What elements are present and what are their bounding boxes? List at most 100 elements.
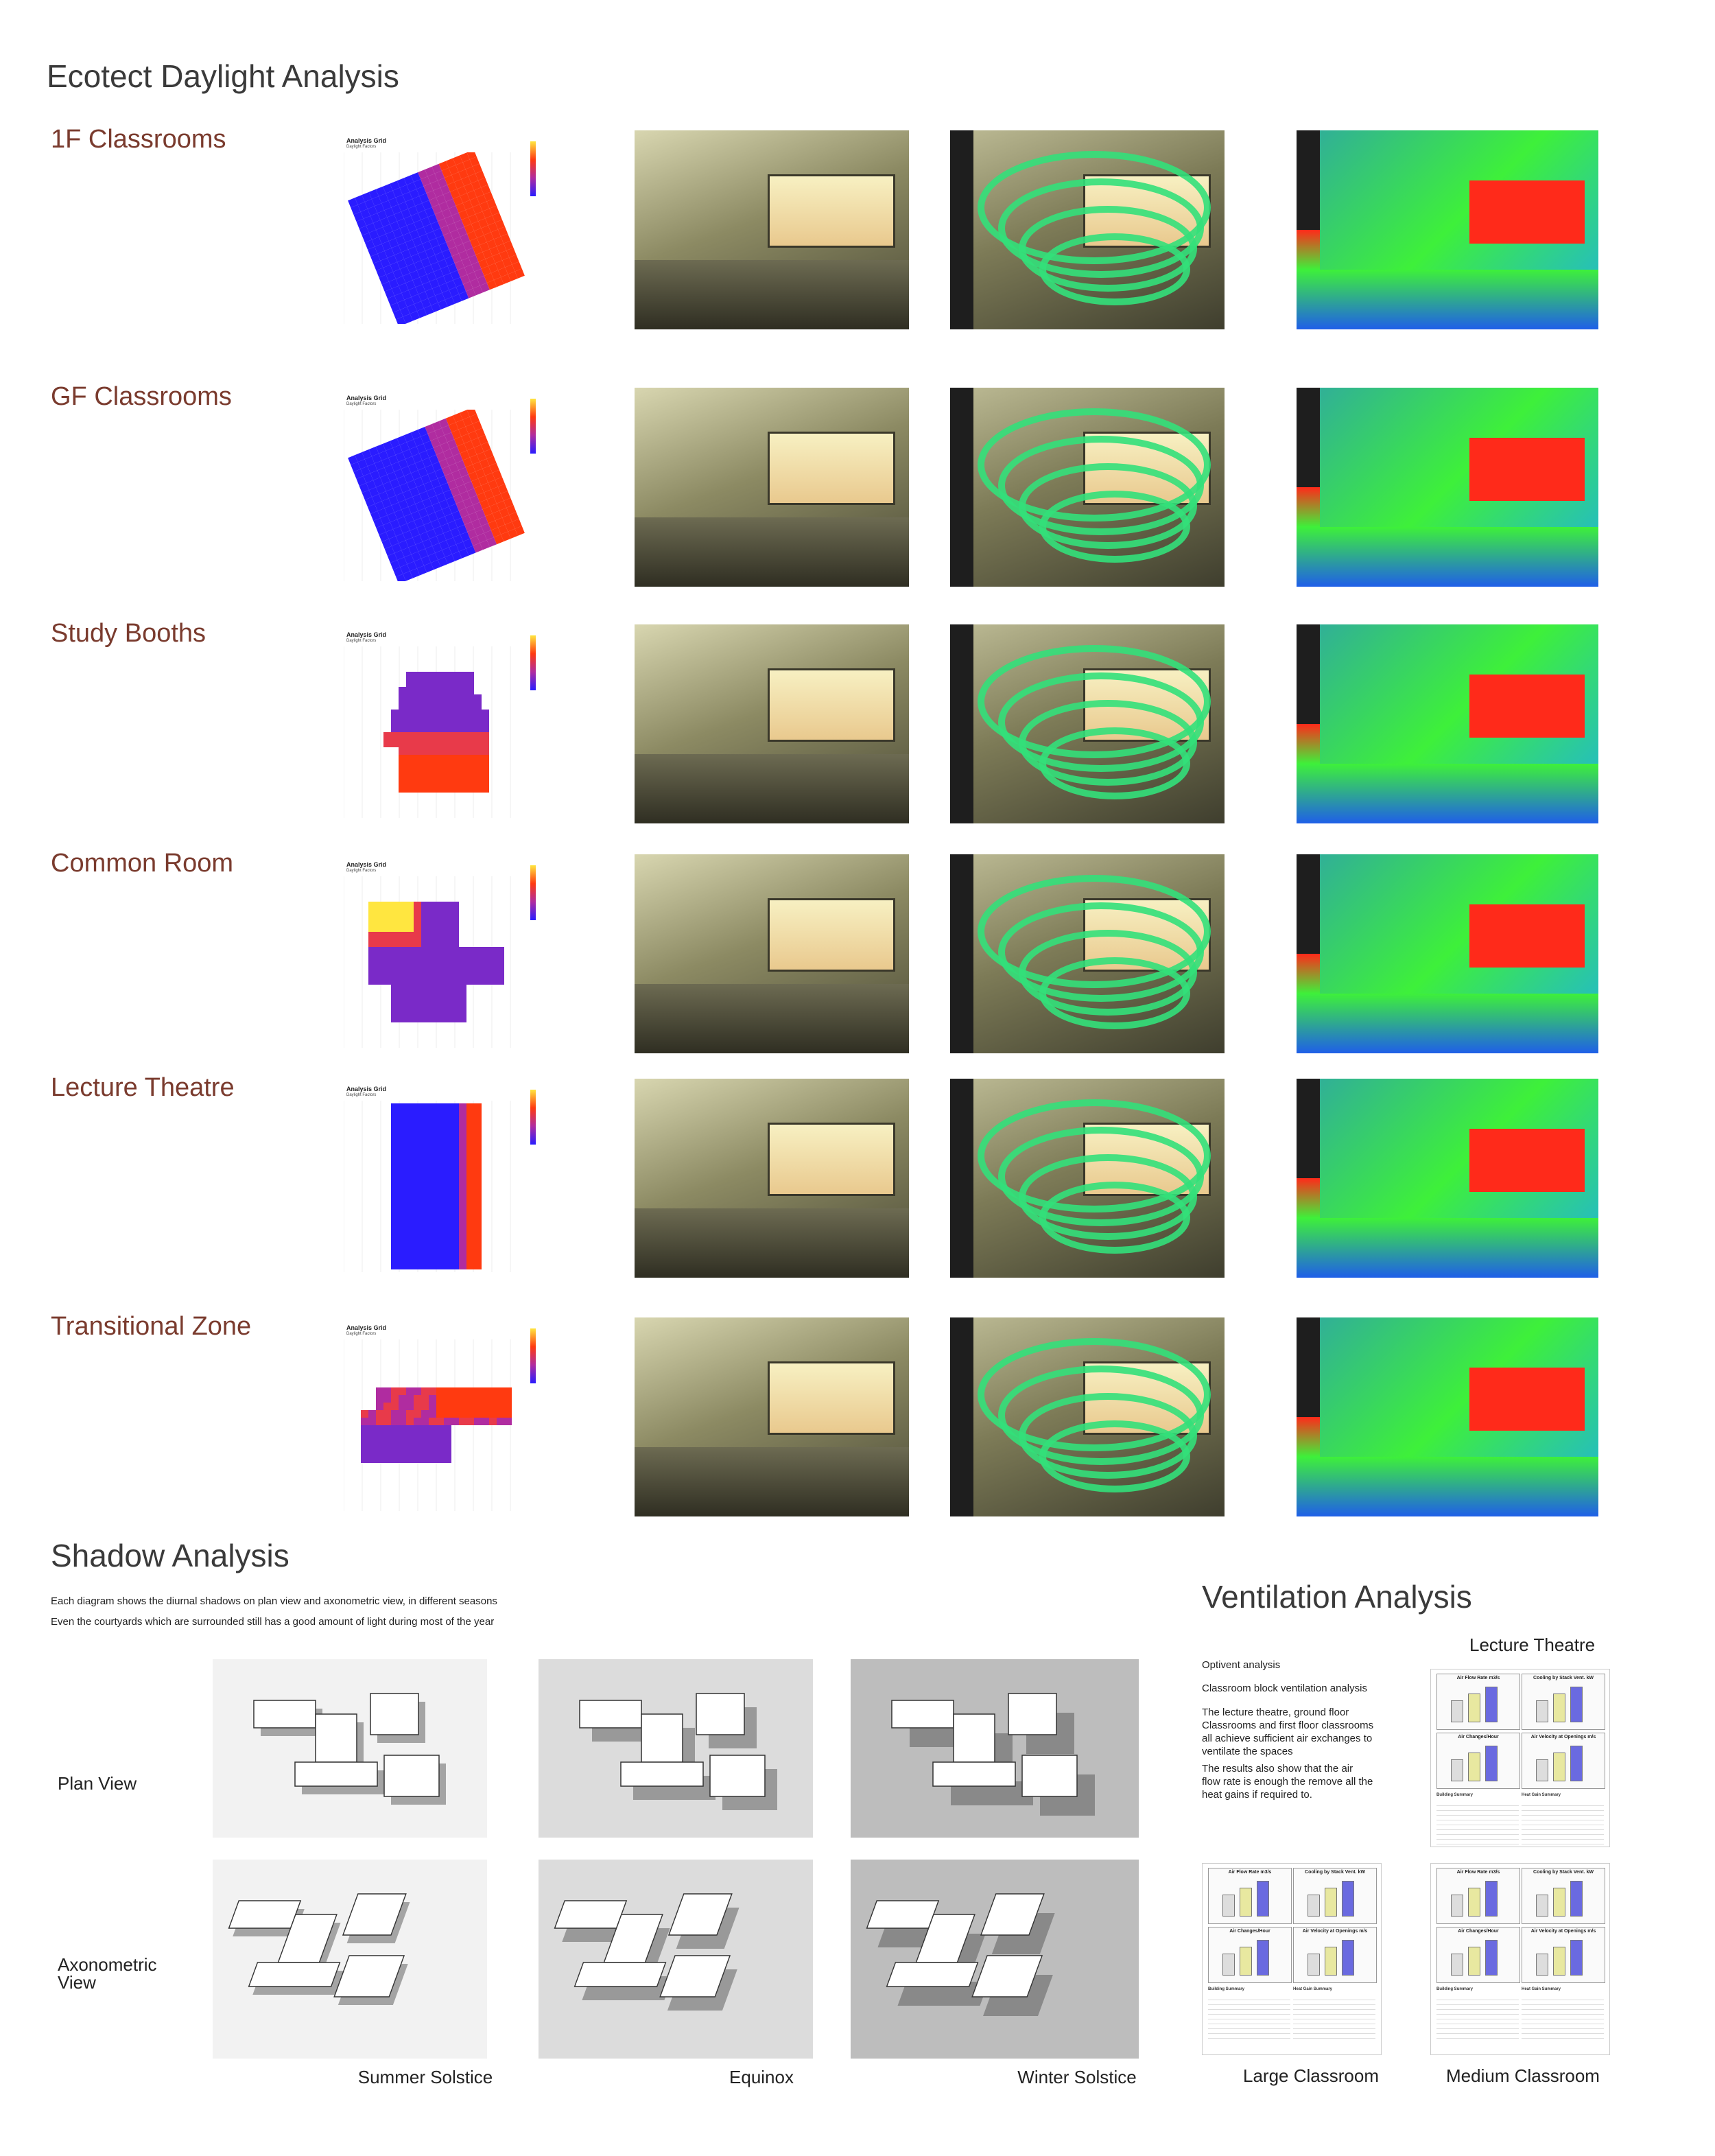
- legend-strip: [950, 1317, 973, 1516]
- building-block: [248, 1962, 341, 1987]
- window: [768, 174, 895, 248]
- grid-cell: [435, 252, 445, 262]
- grid-cell: [406, 977, 414, 985]
- grid-cell: [457, 226, 467, 237]
- summary-table-row: [1208, 2029, 1290, 2034]
- grid-cell: [451, 1126, 459, 1134]
- grid-cell: [414, 985, 421, 992]
- grid-cell: [399, 939, 406, 947]
- grid-cell: [475, 509, 486, 519]
- grid-cell: [406, 687, 414, 694]
- vent-bar: [1451, 1700, 1463, 1722]
- grid-cell: [444, 1403, 451, 1410]
- grid-cell: [429, 1387, 436, 1395]
- vent-bar: [1468, 1947, 1480, 1976]
- grid-cell: [393, 309, 403, 320]
- grid-cell: [480, 540, 490, 550]
- grid-cell: [391, 1164, 399, 1171]
- grid-cell: [444, 694, 451, 702]
- grid-cell: [435, 509, 445, 519]
- grid-cell: [471, 221, 482, 231]
- building-massing: [554, 1893, 740, 2011]
- grid-cell: [499, 508, 510, 518]
- grid-cell: [421, 977, 429, 985]
- grid-cell: [468, 430, 478, 441]
- grid-cell: [459, 977, 466, 985]
- building-massing: [253, 1693, 446, 1805]
- grid-cell: [459, 1262, 466, 1269]
- grid-cell: [368, 1455, 376, 1463]
- grid-cell: [477, 194, 487, 204]
- grid-cell: [421, 1448, 429, 1455]
- grid-cell: [465, 423, 475, 434]
- grid-cell: [436, 970, 444, 977]
- heat-gain-summary-title: Heat Gain Summary: [1522, 1987, 1561, 1991]
- grid-cell: [496, 500, 507, 511]
- grid-cell: [445, 256, 455, 266]
- grid-cell: [429, 1410, 436, 1418]
- grid-cell: [480, 242, 490, 253]
- contour-band: [1039, 491, 1190, 563]
- grid-cell: [466, 1395, 474, 1403]
- grid-cell: [390, 438, 400, 448]
- grid-cell: [391, 985, 399, 992]
- grid-cell: [459, 702, 466, 710]
- vent-card-title-large: Large Classroom: [1243, 2065, 1379, 2086]
- grid-cell: [451, 1410, 459, 1418]
- grid-cell: [446, 456, 456, 467]
- grid-cell: [421, 985, 429, 992]
- row-label: Study Booths: [51, 619, 206, 648]
- render-contours: [950, 130, 1225, 329]
- grid-cell: [397, 300, 407, 310]
- grid-cell: [429, 454, 439, 465]
- grid-cell: [451, 1118, 459, 1126]
- grid-cell: [401, 466, 412, 476]
- grid-cell: [502, 515, 512, 525]
- grid-cell: [431, 245, 442, 255]
- grid-cell: [429, 702, 436, 710]
- grid-cell: [399, 710, 406, 717]
- grid-cell: [421, 1179, 429, 1186]
- grid-cell: [481, 442, 491, 452]
- grid-plot-subtitle: Daylight Factors: [346, 1332, 377, 1336]
- grid-cell: [451, 1111, 459, 1118]
- grid-cell: [466, 1247, 474, 1254]
- grid-cell: [422, 241, 432, 251]
- grid-cell: [406, 1186, 414, 1194]
- grid-cell: [412, 453, 423, 464]
- grid-cell: [399, 902, 406, 909]
- grid-cell: [361, 1410, 368, 1418]
- grid-cell: [466, 1118, 474, 1126]
- grid-legend-bar: [530, 1090, 536, 1145]
- grid-cell: [391, 1262, 399, 1269]
- grid-cell: [399, 909, 406, 917]
- grid-cell: [414, 1418, 421, 1425]
- grid-cell: [422, 281, 433, 292]
- grid-cell: [489, 1403, 497, 1410]
- grid-cell: [394, 292, 405, 303]
- grid-cell: [430, 438, 440, 448]
- grid-cell: [462, 240, 473, 251]
- grid-cell: [436, 452, 447, 462]
- grid-cell: [497, 962, 504, 970]
- grid-plot-title: Analysis Grid: [346, 631, 387, 638]
- grid-cell: [457, 443, 467, 454]
- grid-cell: [434, 427, 445, 438]
- grid-cell: [368, 977, 376, 985]
- grid-heatmap: [344, 1101, 511, 1272]
- grid-cell: [395, 276, 406, 286]
- summary-table-row: [1436, 1811, 1519, 1816]
- grid-cell: [421, 1425, 429, 1433]
- grid-cell: [406, 1455, 414, 1463]
- grid-cell: [482, 208, 493, 219]
- grid-cell: [474, 725, 482, 732]
- grid-cell: [493, 277, 504, 288]
- grid-cell: [486, 496, 497, 507]
- grid-cell: [399, 540, 409, 550]
- grid-cell: [473, 187, 484, 198]
- summary-table-row: [1208, 2010, 1290, 2015]
- grid-cell: [439, 242, 449, 253]
- building-block: [886, 1962, 979, 1987]
